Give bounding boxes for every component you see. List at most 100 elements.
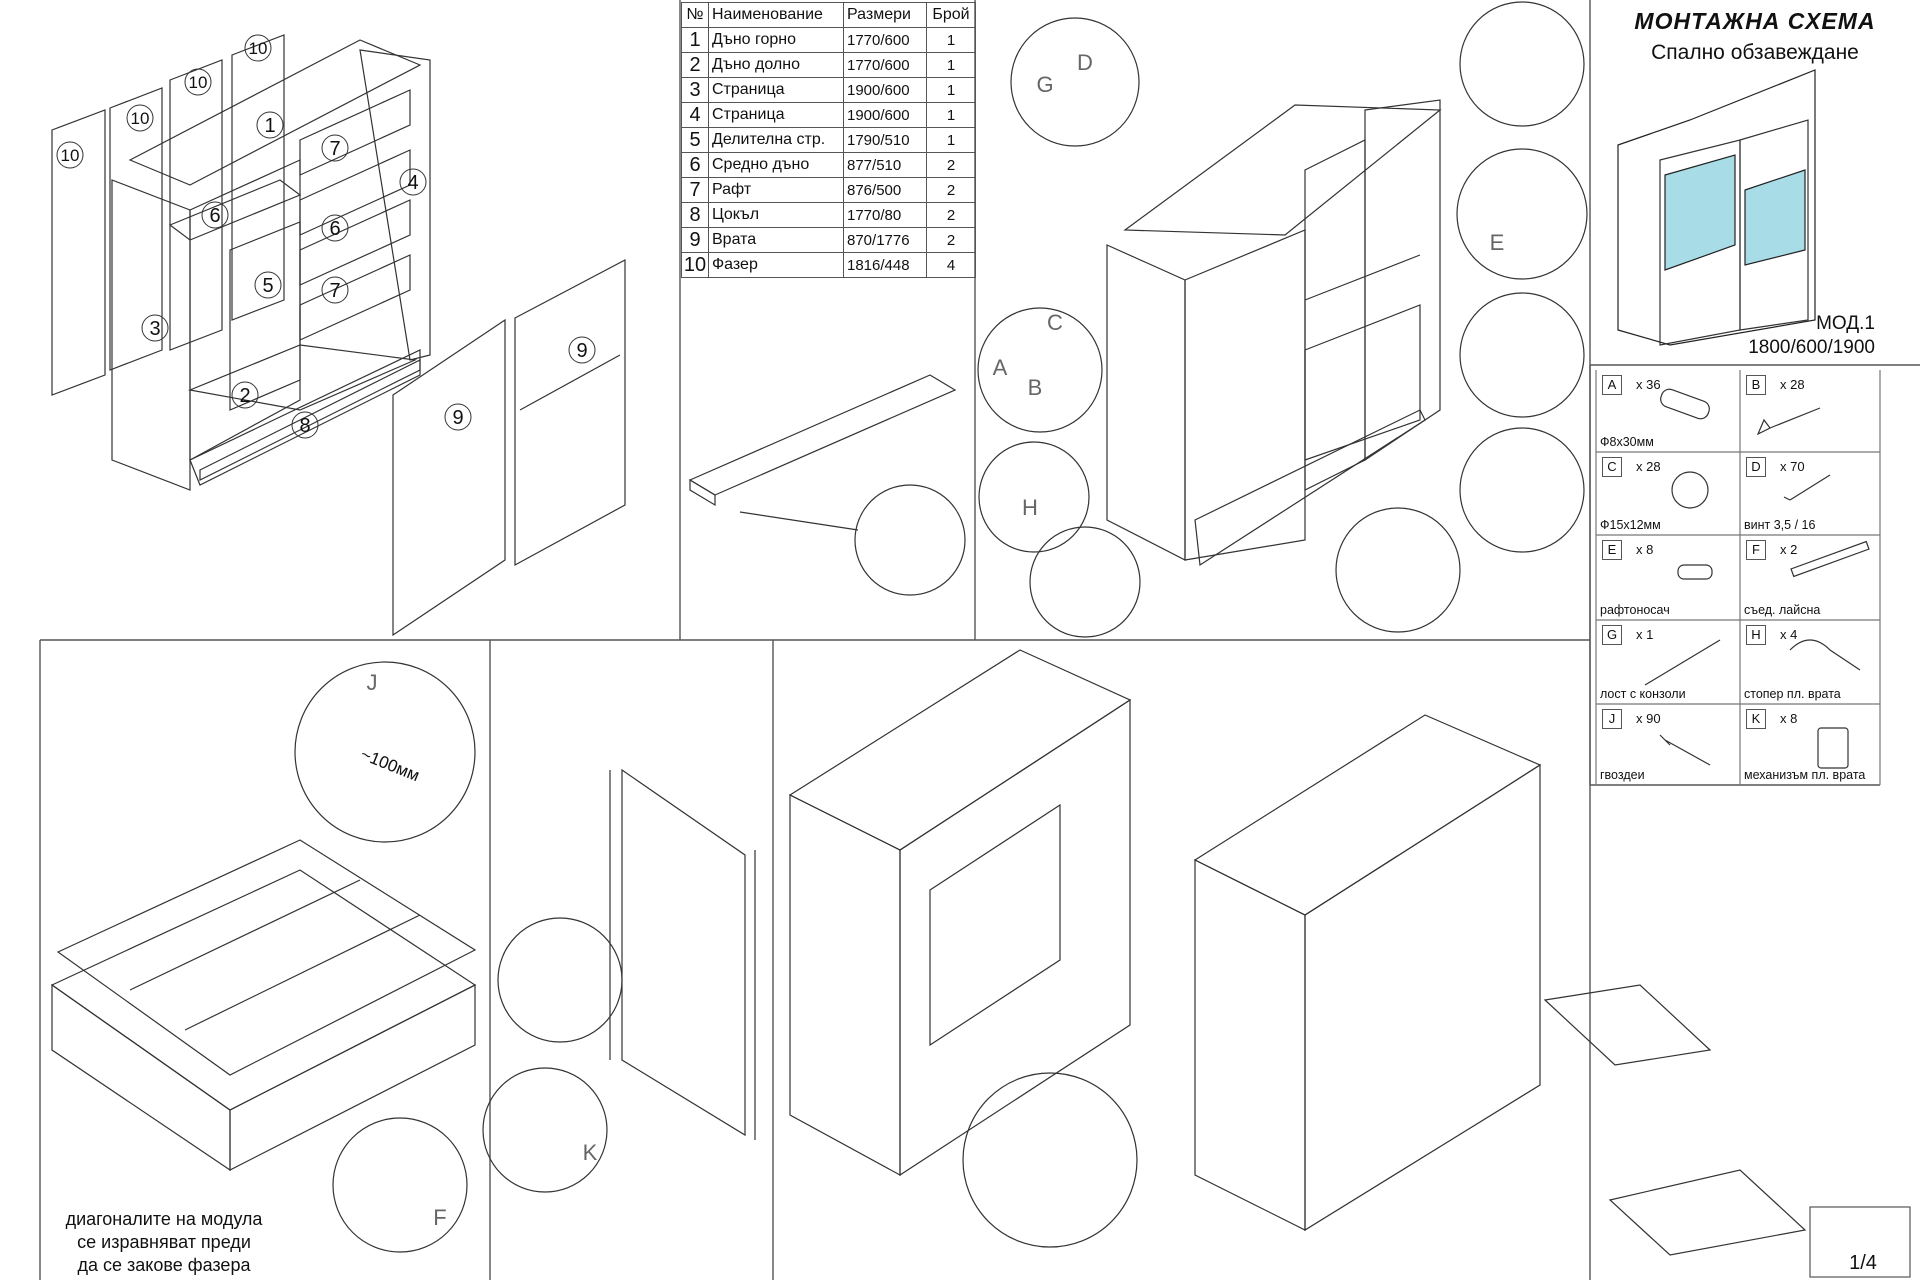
row-name: Цокъл bbox=[708, 202, 844, 228]
hardware-code: K bbox=[1746, 709, 1766, 729]
exploded-view bbox=[51, 34, 626, 637]
hardware-count: x 4 bbox=[1780, 627, 1798, 642]
backpanel-view bbox=[50, 661, 477, 1253]
hardware-cell-f: F x 2 съед. лайсна bbox=[1740, 535, 1880, 620]
hardware-grid bbox=[1595, 370, 1881, 785]
hardware-cell-g: G x 1 лост с конзоли bbox=[1596, 620, 1740, 704]
shelf-pin-icon bbox=[1677, 564, 1713, 580]
joining-strip-icon bbox=[1790, 540, 1870, 578]
hardware-code: B bbox=[1746, 375, 1766, 395]
col-qty: Брой bbox=[926, 2, 976, 28]
row-qty: 1 bbox=[926, 77, 976, 103]
label-p8: 8 bbox=[299, 415, 310, 437]
stopper-icon bbox=[1789, 639, 1861, 671]
nail-icon bbox=[1659, 734, 1711, 766]
row-size: 877/510 bbox=[843, 152, 927, 178]
hardware-label: Ф15х12мм bbox=[1600, 518, 1661, 532]
hardware-count: x 36 bbox=[1636, 377, 1661, 392]
row-name: Фазер bbox=[708, 252, 844, 278]
hardware-label: Ф8х30мм bbox=[1600, 435, 1654, 449]
label-p7b: 7 bbox=[329, 280, 340, 302]
hardware-cell-h: H x 4 стопер пл. врата bbox=[1740, 620, 1880, 704]
row-name: Дъно долно bbox=[708, 52, 844, 78]
row-qty: 2 bbox=[926, 152, 976, 178]
dowel-icon bbox=[1660, 388, 1710, 420]
hardware-cell-k: K x 8 механизъм пл. врата bbox=[1740, 704, 1880, 785]
model-dimensions: 1800/600/1900 bbox=[1748, 337, 1875, 358]
hardware-code: J bbox=[1602, 709, 1622, 729]
letter-e: E bbox=[1490, 230, 1505, 255]
hardware-count: x 1 bbox=[1636, 627, 1654, 642]
letter-g: G bbox=[1036, 72, 1053, 97]
row-size: 1816/448 bbox=[843, 252, 927, 278]
cam-lock-icon bbox=[1671, 471, 1709, 509]
hardware-cell-a: A x 36 Ф8х30мм bbox=[1596, 370, 1740, 452]
row-no: 3 bbox=[681, 77, 709, 103]
hardware-code: A bbox=[1602, 375, 1622, 395]
label-p5: 5 bbox=[262, 275, 273, 297]
row-qty: 1 bbox=[926, 127, 976, 153]
hardware-count: x 28 bbox=[1780, 377, 1805, 392]
door-mechanism-icon bbox=[1817, 727, 1849, 769]
letter-h: H bbox=[1022, 495, 1038, 520]
cam-bolt-icon bbox=[1756, 407, 1821, 436]
label-p4: 4 bbox=[407, 172, 418, 194]
row-no: 5 bbox=[681, 127, 709, 153]
row-no: 7 bbox=[681, 177, 709, 203]
assembly-note: диагоналите на модула се изравняват пред… bbox=[44, 1208, 284, 1277]
hardware-label: съед. лайсна bbox=[1744, 603, 1821, 617]
row-name: Страница bbox=[708, 77, 844, 103]
row-name: Рафт bbox=[708, 177, 844, 203]
page-box bbox=[1809, 1206, 1911, 1278]
cabinet-closed-view bbox=[1193, 714, 1807, 1256]
hardware-code: H bbox=[1746, 625, 1766, 645]
letter-c: C bbox=[1047, 310, 1063, 335]
rod-icon bbox=[1644, 639, 1721, 686]
hardware-count: x 90 bbox=[1636, 711, 1661, 726]
page-number: 1/4 bbox=[1849, 1252, 1877, 1274]
label-p7a: 7 bbox=[329, 138, 340, 160]
cabinet-assembly bbox=[977, 1, 1588, 638]
hardware-cell-j: J x 90 гвоздеи bbox=[1596, 704, 1740, 785]
row-no: 8 bbox=[681, 202, 709, 228]
row-size: 870/1776 bbox=[843, 227, 927, 253]
hardware-label: механизъм пл. врата bbox=[1744, 768, 1866, 782]
label-p9b: 9 bbox=[576, 340, 587, 362]
hardware-label: рафтоносач bbox=[1600, 603, 1670, 617]
cabinet-doors-view bbox=[788, 649, 1138, 1248]
row-size: 1770/80 bbox=[843, 202, 927, 228]
hardware-count: x 8 bbox=[1636, 542, 1654, 557]
row-no: 2 bbox=[681, 52, 709, 78]
letter-f: F bbox=[433, 1205, 446, 1230]
note-line: да се закове фазера bbox=[77, 1255, 251, 1275]
row-name: Страница bbox=[708, 102, 844, 128]
row-name: Дъно горно bbox=[708, 27, 844, 53]
measure-label: ~100мм bbox=[358, 745, 422, 786]
hardware-code: D bbox=[1746, 457, 1766, 477]
row-no: 10 bbox=[681, 252, 709, 278]
row-qty: 4 bbox=[926, 252, 976, 278]
row-qty: 2 bbox=[926, 227, 976, 253]
row-size: 1770/600 bbox=[843, 52, 927, 78]
label-p2: 2 bbox=[239, 385, 250, 407]
row-size: 1900/600 bbox=[843, 102, 927, 128]
hardware-label: винт 3,5 / 16 bbox=[1744, 518, 1816, 532]
hardware-count: x 8 bbox=[1780, 711, 1798, 726]
sheet-subtitle: Спално обзавеждане bbox=[1651, 41, 1859, 64]
row-no: 6 bbox=[681, 152, 709, 178]
hardware-icons bbox=[1644, 388, 1870, 769]
row-qty: 2 bbox=[926, 177, 976, 203]
hardware-label: лост с конзоли bbox=[1600, 687, 1686, 701]
row-no: 4 bbox=[681, 102, 709, 128]
